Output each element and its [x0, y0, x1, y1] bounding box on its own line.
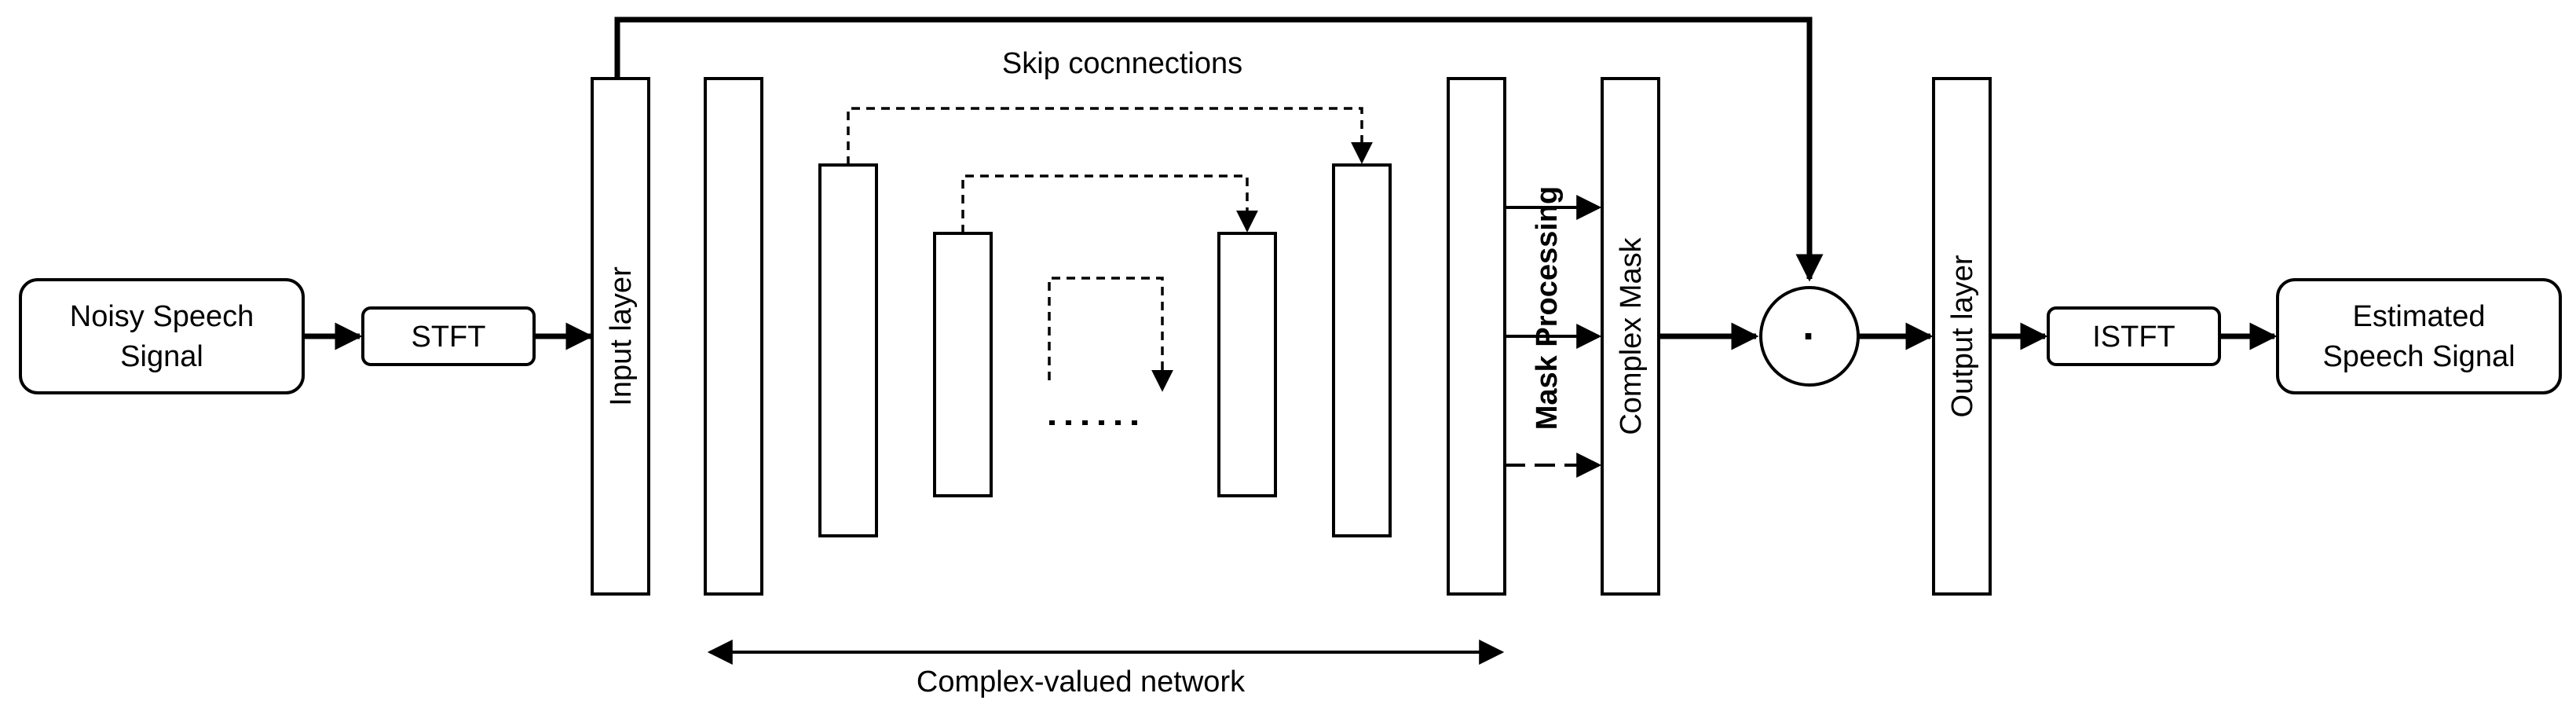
complex-mask-node: Complex Mask	[1601, 77, 1660, 596]
complex-network-label: Complex-valued network	[917, 666, 1246, 698]
istft-label: ISTFT	[2092, 321, 2175, 354]
decoder-block-1	[1447, 77, 1506, 596]
encoder-block-3	[933, 232, 993, 497]
estimated-speech-signal-line-2: Speech Signal	[2322, 340, 2515, 373]
multiply-node: ·	[1759, 286, 1860, 387]
stft-label: STFT	[412, 321, 486, 354]
input-layer-label: Input layer	[605, 266, 638, 406]
estimated-speech-signal-line-1: Estimated	[2353, 300, 2486, 333]
skip-connections-label: Skip cocnnections	[1002, 47, 1242, 80]
stft-node: STFT	[361, 306, 536, 366]
noisy-speech-signal-box	[19, 278, 305, 394]
skip-connection-inner	[961, 174, 1258, 233]
noisy-speech-signal-node: Noisy Speech Signal	[19, 278, 305, 394]
mask-processing-label: Mask Processing	[1531, 186, 1564, 430]
output-layer-box	[1932, 77, 1992, 596]
complex-mask-label: Complex Mask	[1615, 236, 1648, 434]
output-layer-node: Output layer	[1932, 77, 1992, 596]
output-layer-label: Output layer	[1946, 255, 1979, 417]
estimated-speech-signal-node: Estimated Speech Signal	[2276, 278, 2562, 394]
complex-mask-box	[1601, 77, 1660, 596]
istft-node: ISTFT	[2047, 306, 2221, 366]
bypass-connection-arrow	[614, 16, 1824, 282]
noisy-speech-signal-line-2: Signal	[120, 340, 203, 373]
skip-connection-innermost	[1048, 277, 1173, 392]
input-layer-node: Input layer	[591, 77, 650, 596]
skip-connection-outer	[847, 107, 1373, 165]
encoder-block-1	[704, 77, 763, 596]
decoder-block-2	[1332, 163, 1392, 537]
multiply-symbol: ·	[1802, 313, 1817, 360]
encoder-block-2	[818, 163, 878, 537]
noisy-speech-signal-line-1: Noisy Speech	[70, 300, 254, 333]
estimated-speech-signal-box	[2276, 278, 2562, 394]
input-layer-box	[591, 77, 650, 596]
decoder-block-3	[1217, 232, 1277, 497]
